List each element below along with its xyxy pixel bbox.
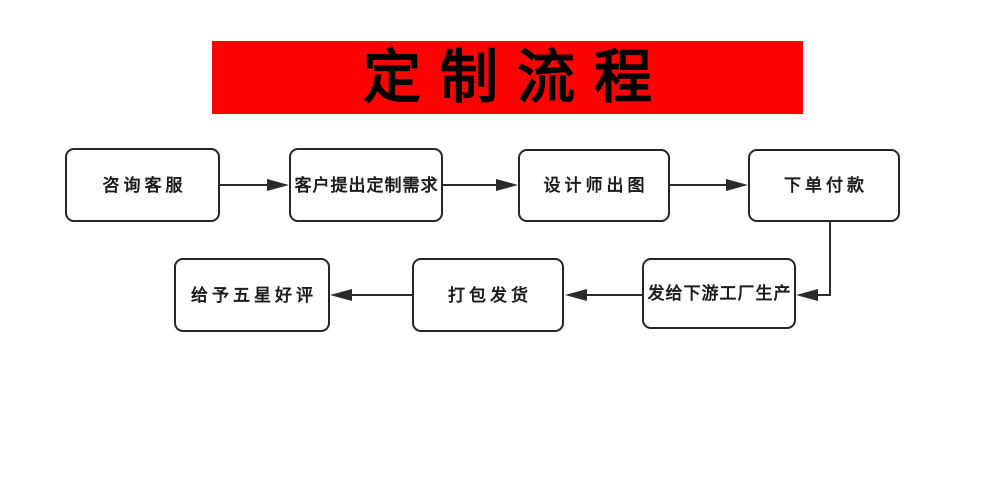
- node-label: 设计师出图: [543, 176, 649, 195]
- node-designer-draft: 设计师出图: [518, 149, 670, 222]
- node-label: 给予五星好评: [191, 285, 317, 305]
- arrowhead-left-icon: [330, 289, 352, 301]
- arrowhead-left-icon: [796, 289, 818, 301]
- arrowhead-right-icon: [496, 179, 518, 191]
- node-five-star-review: 给予五星好评: [174, 258, 330, 332]
- arrow-shaft: [585, 294, 642, 296]
- arrow-shaft: [350, 294, 412, 296]
- arrow-shaft: [220, 184, 270, 186]
- arrow-shaft: [443, 184, 499, 186]
- node-label: 咨询客服: [102, 175, 187, 195]
- arrowhead-right-icon: [267, 179, 289, 191]
- node-factory-production: 发给下游工厂生产: [642, 258, 796, 329]
- arrow-shaft: [670, 184, 728, 186]
- node-place-order-pay: 下单付款: [748, 149, 900, 222]
- arrow-shaft-horizontal: [816, 294, 831, 296]
- node-label: 打包发货: [448, 285, 532, 305]
- arrowhead-right-icon: [726, 179, 748, 191]
- node-label: 发给下游工厂生产: [647, 284, 792, 303]
- arrow-shaft-vertical: [829, 221, 831, 295]
- node-customer-request: 客户提出定制需求: [289, 148, 443, 222]
- page-title: 定制流程: [362, 44, 671, 110]
- node-label: 下单付款: [784, 176, 868, 195]
- node-consult-service: 咨询客服: [65, 148, 220, 222]
- node-label: 客户提出定制需求: [294, 175, 439, 195]
- arrowhead-left-icon: [565, 289, 587, 301]
- node-pack-ship: 打包发货: [412, 258, 564, 332]
- title-banner: 定制流程: [212, 41, 803, 114]
